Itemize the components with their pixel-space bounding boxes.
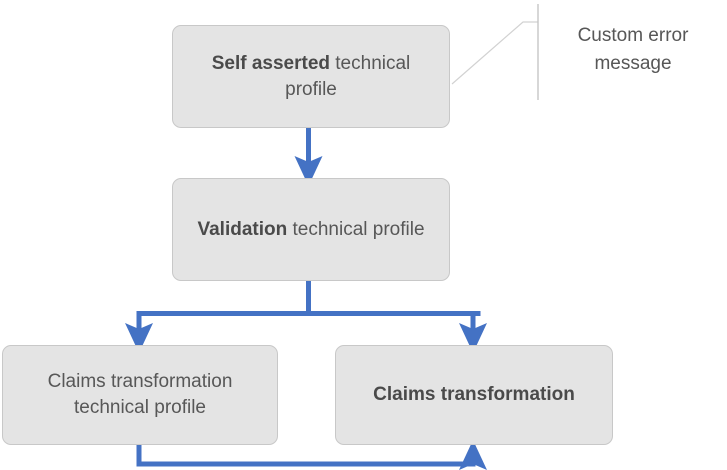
callout-custom-error-message: Custom error message (577, 25, 689, 74)
node-claims-transformation-technical-profile[interactable]: Claims transformation technical profile (2, 345, 278, 445)
node-validation-label-rest: technical profile (287, 218, 425, 240)
node-validation-label: Validation technical profile (197, 217, 424, 243)
node-claims-transformation-label: Claims transformation (373, 384, 575, 406)
node-claims-transformation-technical-profile-label: Claims transformation technical profile (47, 371, 233, 418)
node-self-asserted-label-rest: technical profile (285, 52, 411, 100)
arrow-validation-branch (125, 281, 488, 353)
node-validation-technical-profile[interactable]: Validation technical profile (172, 178, 450, 281)
node-self-asserted-technical-profile[interactable]: Self asserted technical profile (172, 25, 450, 128)
node-self-asserted-label-bold: Self asserted (211, 52, 330, 74)
node-validation-label-bold: Validation (197, 218, 288, 240)
node-self-asserted-label: Self asserted technical profile (187, 51, 435, 102)
arrow-bottom-loop (136, 440, 487, 470)
callout-leader-line (451, 4, 539, 100)
node-claims-transformation[interactable]: Claims transformation (335, 345, 613, 445)
